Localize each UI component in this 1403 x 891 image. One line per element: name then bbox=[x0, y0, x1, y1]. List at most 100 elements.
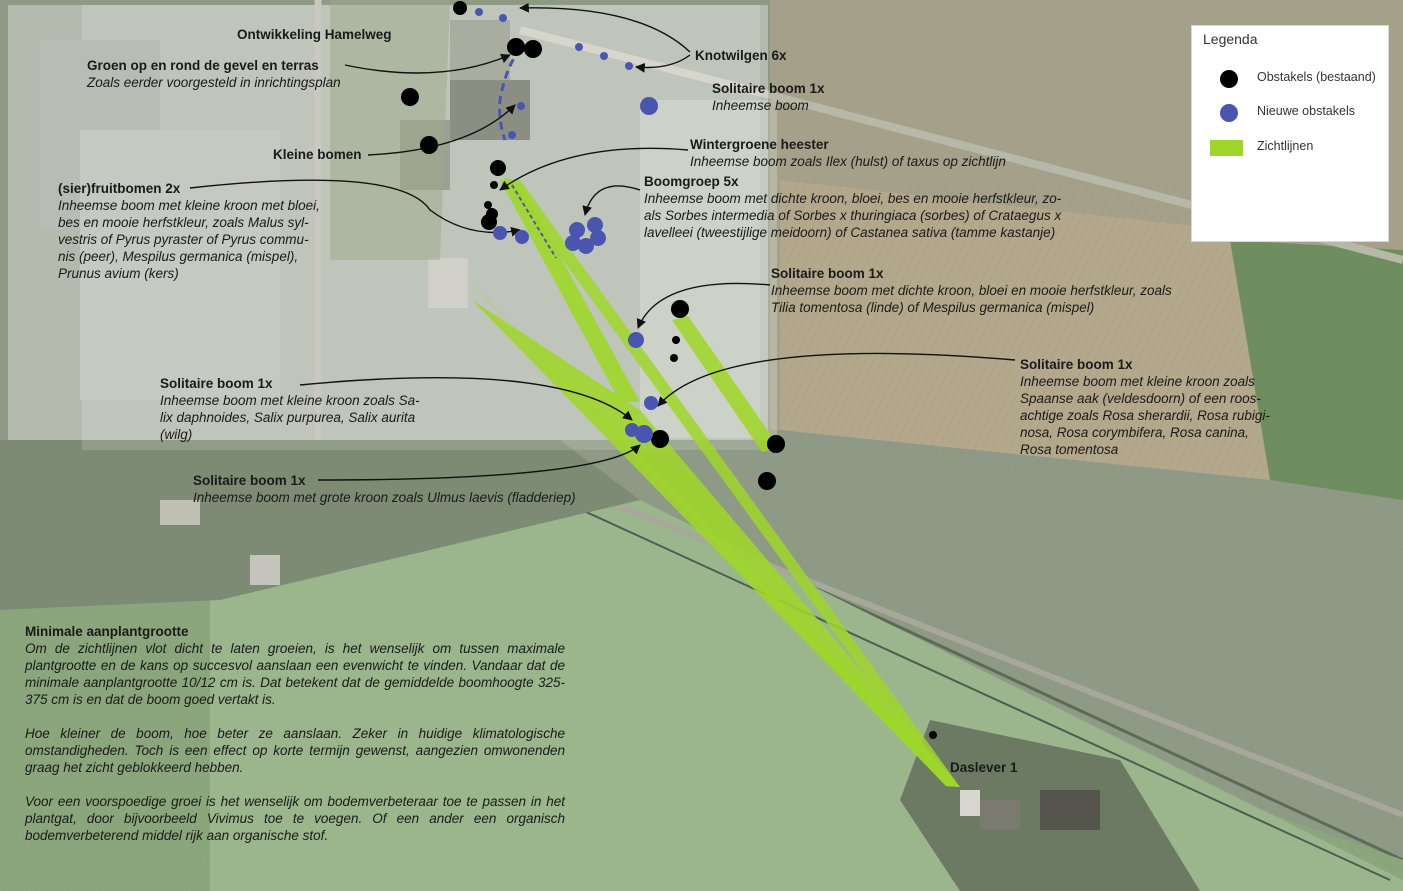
label-boomgroep-desc-line: Inheemse boom met dichte kroon, bloei, b… bbox=[644, 191, 1062, 206]
existing-obstacle bbox=[671, 300, 689, 318]
label-wintergroene: Wintergroene heester Inheemse boom zoals… bbox=[690, 136, 1006, 170]
label-groen-title: Groen op en rond de gevel en terras bbox=[87, 58, 319, 73]
new-hedge-curve bbox=[498, 47, 522, 141]
arrow-kleine bbox=[367, 104, 516, 156]
label-fruit-desc-line: Prunus avium (kers) bbox=[58, 266, 179, 281]
roof bbox=[960, 790, 980, 816]
label-daslever: Daslever 1 bbox=[950, 759, 1018, 776]
farm-building bbox=[250, 555, 280, 585]
existing-obstacle bbox=[670, 354, 678, 362]
existing-obstacle bbox=[401, 88, 419, 106]
new-obstacle bbox=[499, 14, 507, 22]
new-obstacles bbox=[475, 8, 658, 443]
new-obstacle bbox=[569, 222, 585, 238]
sightlines bbox=[467, 178, 960, 787]
building bbox=[450, 20, 510, 80]
label-fruit-desc-line: bes en mooie herfstkleur, zoals Malus sy… bbox=[58, 215, 309, 230]
arrow-knotwilgen-2 bbox=[635, 54, 691, 73]
legend-item-new: Nieuwe obstakels bbox=[1192, 101, 1388, 123]
label-solitaire5: Solitaire boom 1x Inheemse boom met grot… bbox=[193, 472, 576, 506]
sightline-right bbox=[672, 316, 780, 452]
legend-title: Legenda bbox=[1203, 31, 1258, 47]
new-obstacle bbox=[475, 8, 483, 16]
label-solitaire5-desc: Inheemse boom met grote kroon zoals Ulmu… bbox=[193, 490, 576, 505]
note-paragraph: Hoe kleiner de boom, hoe beter ze aansla… bbox=[25, 726, 565, 775]
label-solitaire4-title: Solitaire boom 1x bbox=[1020, 357, 1133, 372]
building bbox=[428, 258, 468, 308]
arrow-solitaire2 bbox=[636, 282, 771, 329]
building bbox=[450, 80, 530, 140]
label-daslever-title: Daslever 1 bbox=[950, 760, 1018, 775]
new-obstacle bbox=[587, 217, 603, 233]
farm-building bbox=[160, 500, 200, 525]
label-fruit-desc-line: vestris of Pyrus pyraster of Pyrus commu… bbox=[58, 232, 309, 247]
new-obstacle bbox=[575, 43, 583, 51]
existing-obstacle bbox=[490, 160, 506, 176]
arrow-solitaire4 bbox=[657, 352, 1016, 407]
legend-item-label: Nieuwe obstakels bbox=[1257, 104, 1355, 118]
field-texture bbox=[780, 180, 1270, 480]
existing-obstacle bbox=[758, 472, 776, 490]
note-paragraph: Voor een voorspoedige groei is het wense… bbox=[25, 794, 565, 843]
existing-obstacle bbox=[524, 40, 542, 58]
label-knotwilgen: Knotwilgen 6x bbox=[695, 47, 787, 64]
existing-obstacle bbox=[484, 201, 492, 209]
farm-lower-left bbox=[0, 440, 640, 610]
hall-building bbox=[80, 130, 280, 400]
label-kleine-title: Kleine bomen bbox=[273, 147, 362, 162]
label-solitaire3-desc-line: lix daphnoides, Salix purpurea, Salix au… bbox=[160, 410, 416, 425]
note-title: Minimale aanplantgrootte bbox=[25, 624, 189, 639]
sightline-main-wide bbox=[472, 300, 960, 787]
label-boomgroep-desc-line: lavelleei (tweestijlige meidoorn) of Cas… bbox=[644, 225, 1056, 240]
existing-obstacle bbox=[453, 1, 467, 15]
arrow-groen bbox=[344, 53, 511, 74]
label-solitaire1-desc: Inheemse boom bbox=[712, 98, 809, 113]
callout-arrows bbox=[189, 2, 1016, 481]
new-obstacle bbox=[640, 97, 658, 115]
label-kleine: Kleine bomen bbox=[273, 146, 362, 163]
label-wintergroene-desc: Inheemse boom zoals Ilex (hulst) of taxu… bbox=[690, 154, 1006, 169]
label-solitaire4-desc-line: Spaanse aak (veldesdoorn) of een roos- bbox=[1020, 391, 1261, 406]
new-obstacle bbox=[508, 131, 516, 139]
arrow-boomgroep bbox=[582, 185, 641, 216]
new-obstacle bbox=[493, 226, 507, 240]
label-boomgroep: Boomgroep 5x Inheemse boom met dichte kr… bbox=[644, 173, 1061, 241]
label-solitaire3-desc-line: (wilg) bbox=[160, 427, 193, 442]
label-solitaire2-title: Solitaire boom 1x bbox=[771, 266, 884, 281]
label-solitaire2-desc-line: Inheemse boom met dichte kroon, bloei en… bbox=[771, 283, 1172, 298]
label-ontwikkeling: Ontwikkeling Hamelweg bbox=[237, 26, 392, 43]
sightline-upper bbox=[500, 180, 640, 402]
existing-obstacle bbox=[481, 214, 497, 230]
legend-item-label: Zichtlijnen bbox=[1257, 139, 1314, 153]
legend-item-existing: Obstakels (bestaand) bbox=[1192, 67, 1388, 89]
black-dot-icon bbox=[1220, 70, 1238, 88]
label-solitaire1: Solitaire boom 1x Inheemse boom bbox=[712, 80, 825, 114]
legend: Legenda Obstakels (bestaand) Nieuwe obst… bbox=[1191, 25, 1389, 242]
green-rect-icon bbox=[1210, 140, 1243, 156]
label-solitaire3-desc-line: Inheemse boom met kleine kroon zoals Sa- bbox=[160, 393, 420, 408]
legend-item-sightline: Zichtlijnen bbox=[1192, 136, 1388, 158]
new-obstacle bbox=[590, 230, 606, 246]
arrow-wintergroene bbox=[499, 147, 689, 191]
label-knotwilgen-title: Knotwilgen 6x bbox=[695, 48, 787, 63]
label-solitaire2-desc-line: Tilia tomentosa (linde) of Mespilus germ… bbox=[771, 300, 1095, 315]
canal-edge bbox=[559, 499, 1391, 881]
new-obstacle bbox=[515, 230, 529, 244]
existing-obstacle bbox=[672, 336, 680, 344]
label-solitaire2: Solitaire boom 1x Inheemse boom met dich… bbox=[771, 265, 1172, 316]
label-boomgroep-desc-line: als Sorbes intermedia of Sorbes x thurin… bbox=[644, 208, 1062, 223]
label-wintergroene-title: Wintergroene heester bbox=[690, 137, 829, 152]
new-hedge-dashed bbox=[511, 184, 557, 259]
label-solitaire4-desc-line: Inheemse boom met kleine kroon zoals bbox=[1020, 374, 1255, 389]
label-solitaire4-desc-line: achtige zoals Rosa sherardii, Rosa rubig… bbox=[1020, 408, 1270, 423]
arrow-solitaire5 bbox=[317, 444, 641, 481]
new-obstacle bbox=[628, 332, 644, 348]
planting-note: Minimale aanplantgrootte Om de zichtlijn… bbox=[25, 623, 565, 861]
garden bbox=[330, 0, 450, 260]
label-fruit-desc-line: nis (peer), Mespilus germanica (mispel), bbox=[58, 249, 299, 264]
existing-obstacle bbox=[507, 38, 525, 56]
label-solitaire1-title: Solitaire boom 1x bbox=[712, 81, 825, 96]
existing-obstacle bbox=[651, 430, 669, 448]
existing-obstacle bbox=[929, 731, 937, 739]
new-obstacle bbox=[644, 396, 658, 410]
